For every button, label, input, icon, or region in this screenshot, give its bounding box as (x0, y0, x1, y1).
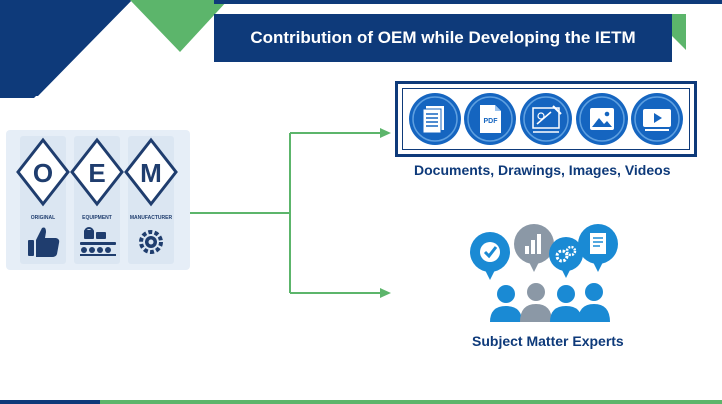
document-icon (408, 93, 461, 145)
oem-diamond-e (70, 137, 124, 207)
oem-word-manufacturer: MANUFACTURER (130, 215, 173, 221)
connector-lines (190, 132, 382, 294)
gears-icon (549, 237, 583, 278)
oem-diamond-m (124, 137, 178, 207)
expert-person-4 (578, 283, 610, 322)
pdf-icon: PDF (464, 93, 517, 145)
media-caption: Documents, Drawings, Images, Videos (414, 162, 671, 178)
oem-letter-o: O (33, 158, 53, 188)
gear-icon (139, 230, 163, 254)
arrow-to-media-icon (380, 128, 391, 138)
bar-chart-icon (514, 224, 554, 272)
page-title: Contribution of OEM while Developing the… (214, 14, 672, 62)
expert-person-1 (490, 285, 522, 322)
expert-person-3 (550, 285, 582, 322)
drawing-icon (519, 93, 572, 145)
corner-navy-wedge (0, 0, 132, 96)
oem-diamond-o (16, 137, 70, 207)
thumbs-up-icon (28, 227, 60, 257)
oem-letter-e: E (88, 158, 105, 188)
expert-person-2 (520, 283, 552, 322)
pdf-label: PDF (484, 118, 499, 125)
oem-word-equipment: EQUIPMENT (82, 215, 112, 221)
experts-caption: Subject Matter Experts (472, 333, 624, 349)
media-icons-row: PDF (402, 88, 690, 150)
experts-illustration (470, 224, 618, 322)
bottom-navy-stripe (0, 400, 100, 404)
oem-letter-m: M (140, 158, 162, 188)
conveyor-icon (80, 227, 116, 256)
video-icon (631, 93, 684, 145)
image-icon (575, 93, 628, 145)
oem-word-original: ORIGINAL (31, 215, 55, 221)
bottom-green-stripe (100, 400, 722, 404)
top-navy-line (214, 0, 722, 4)
media-types-box: PDF (395, 81, 697, 157)
arrow-to-experts-icon (380, 288, 391, 298)
corner-green-triangle (130, 0, 228, 52)
report-icon (578, 224, 618, 272)
checkmark-icon (470, 232, 510, 280)
oem-acronym-panel: O E M ORIGINAL EQUIPMENT MANUFACTURER (6, 130, 190, 270)
